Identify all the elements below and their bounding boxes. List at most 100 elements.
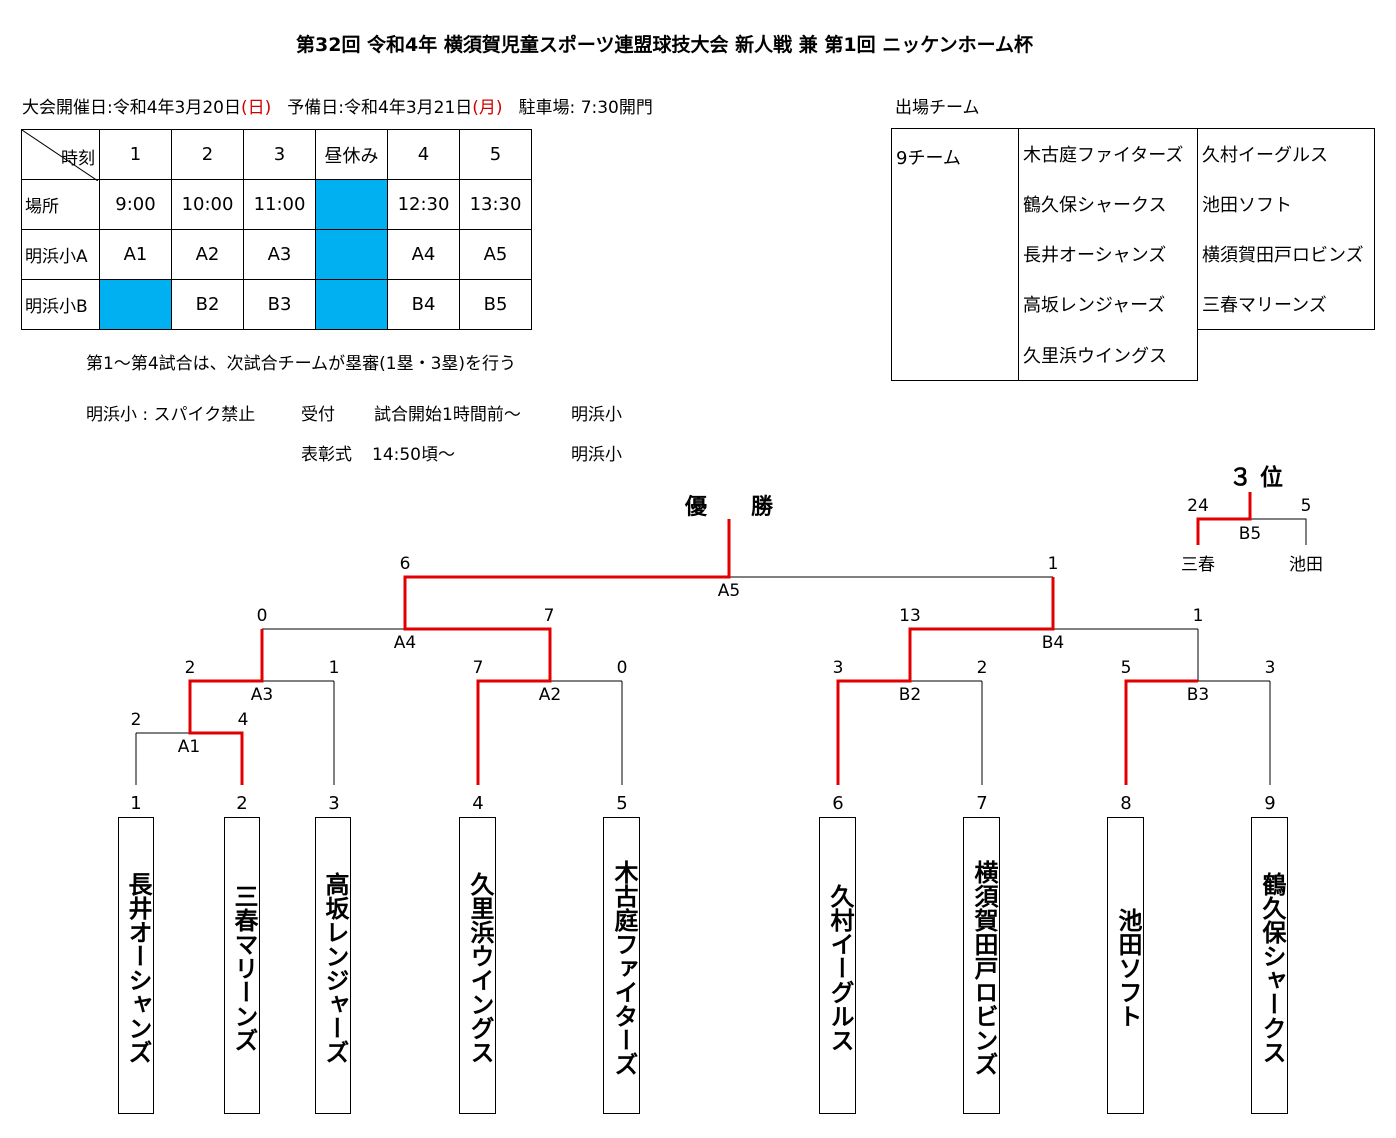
- game-score: 3: [1265, 658, 1276, 678]
- team-box: 池田ソフト: [1107, 817, 1144, 1114]
- schedule-time: 9:00: [99, 179, 172, 230]
- game-id: A5: [718, 581, 740, 601]
- spike-note: 明浜小 : スパイク禁止: [86, 405, 256, 425]
- game-score: 24: [1187, 496, 1209, 516]
- game-score: 0: [257, 606, 268, 626]
- game-id: A2: [539, 685, 561, 705]
- game-id: B4: [1042, 633, 1064, 653]
- entry-number: 1: [130, 793, 141, 814]
- winner-path: [1196, 492, 1252, 545]
- game-score: 5: [1121, 658, 1132, 678]
- third-place-label: ３ 位: [1229, 464, 1283, 491]
- umpire-note: 第1～第4試合は、次試合チームが塁審(1塁・3塁)を行う: [86, 354, 517, 374]
- winner-path: [836, 577, 1055, 785]
- game-score: 7: [544, 606, 555, 626]
- entry-number: 3: [328, 793, 339, 814]
- schedule-time: 12:30: [387, 179, 460, 230]
- winner-path: [188, 629, 264, 785]
- reception-label: 受付: [301, 405, 335, 425]
- reception-place: 明浜小: [571, 405, 622, 425]
- game-score: 6: [400, 554, 411, 574]
- winner-paths: [188, 492, 1252, 785]
- schedule-header: 昼休み: [315, 129, 388, 180]
- game-id: A4: [394, 633, 416, 653]
- team-box: 木古庭ファイターズ: [603, 817, 640, 1114]
- game-id: B3: [1187, 685, 1209, 705]
- team-name: 横須賀田戸ロビンズ: [1197, 229, 1375, 279]
- entry-number: 9: [1264, 793, 1275, 814]
- bracket-line: [1250, 518, 1307, 545]
- lunch-break-cell: [315, 179, 388, 230]
- team-box: 鶴久保シャークス: [1251, 817, 1288, 1114]
- game-score: 0: [617, 658, 628, 678]
- team-box: 久村イーグルス: [819, 817, 856, 1114]
- entry-number: 5: [616, 793, 627, 814]
- team-box: 三春マリーンズ: [224, 817, 260, 1114]
- game-id: A3: [251, 685, 273, 705]
- schedule-header: 3: [243, 129, 316, 180]
- parking-info: 駐車場: 7:30開門: [518, 98, 653, 118]
- team-count: 9チーム: [891, 128, 1019, 381]
- schedule-table: 時刻 1 2 3 昼休み 4 5 場所 9:00 10:00 11:00 12:…: [21, 129, 532, 330]
- schedule-game: B2: [171, 279, 244, 330]
- diagonal-line: [22, 130, 98, 181]
- game-score: 2: [131, 710, 142, 730]
- bracket-lines: [135, 518, 1307, 785]
- entry-number: 7: [976, 793, 987, 814]
- schedule-time: 13:30: [459, 179, 532, 230]
- lunch-break-cell: [315, 279, 388, 330]
- game-score: 2: [977, 658, 988, 678]
- game-score: 5: [1301, 496, 1312, 516]
- team-box: 高坂レンジャーズ: [315, 817, 351, 1114]
- team-name: 池田ソフト: [1197, 179, 1375, 229]
- empty-slot-cell: [99, 279, 172, 330]
- team-box: 横須賀田戸ロビンズ: [963, 817, 1000, 1114]
- third-place-team: 池田: [1289, 555, 1323, 575]
- reception-time: 試合開始1時間前～: [374, 405, 521, 425]
- entry-numbers: 1 2 3 4 5 6 7 8 9: [130, 793, 1275, 814]
- game-score: 13: [899, 606, 921, 626]
- team-name: 久村イーグルス: [1197, 128, 1375, 179]
- schedule-header: 5: [459, 129, 532, 180]
- schedule-time: 11:00: [243, 179, 316, 230]
- award-time: 14:50頃～: [372, 445, 455, 465]
- schedule-header: 1: [99, 129, 172, 180]
- game-id: B2: [899, 685, 921, 705]
- game-id: B5: [1239, 524, 1261, 544]
- participants-heading: 出場チーム: [895, 98, 980, 118]
- entry-number: 8: [1120, 793, 1131, 814]
- schedule-game: B3: [243, 279, 316, 330]
- schedule-place: 明浜小B: [21, 279, 100, 330]
- game-score: 7: [473, 658, 484, 678]
- tournament-day: 日: [247, 98, 265, 118]
- game-score: 2: [185, 658, 196, 678]
- participants-table: 9チーム 木古庭ファイターズ 久村イーグルス 鶴久保シャークス 池田ソフト 長井…: [891, 128, 1375, 381]
- tournament-date: 大会開催日:令和4年3月20日: [22, 98, 241, 118]
- schedule-corner-place: 場所: [21, 179, 100, 230]
- team-name: 高坂レンジャーズ: [1018, 279, 1198, 330]
- game-score: 1: [1193, 606, 1204, 626]
- game-id: A1: [178, 737, 200, 757]
- page-title: 第32回 令和4年 横須賀児童スポーツ連盟球技大会 新人戦 兼 第1回 ニッケン…: [296, 34, 1034, 56]
- tournament-date-line: 大会開催日:令和4年3月20日(日)予備日:令和4年3月21日(月)駐車場: 7…: [22, 98, 653, 118]
- team-name: 三春マリーンズ: [1197, 279, 1375, 330]
- reserve-date: 予備日:令和4年3月21日: [287, 98, 473, 118]
- game-score: 1: [1048, 554, 1059, 574]
- game-score: 4: [238, 710, 249, 730]
- lunch-break-cell: [315, 229, 388, 280]
- third-place-team: 三春: [1181, 555, 1215, 575]
- champion-label: 優 勝: [684, 495, 774, 520]
- award-label: 表彰式: [301, 445, 352, 465]
- entry-number: 2: [236, 793, 247, 814]
- game-labels: A1 2 4 A3 2 1 A2 7 0 A4 0 7 B2 3 2 B3 5 …: [131, 496, 1323, 757]
- winner-path: [1124, 679, 1198, 785]
- game-score: 1: [329, 658, 340, 678]
- entry-number: 6: [832, 793, 843, 814]
- schedule-corner-time: 時刻: [21, 129, 100, 181]
- award-place: 明浜小: [571, 445, 622, 465]
- schedule-game: B4: [387, 279, 460, 330]
- schedule-game: A2: [171, 229, 244, 280]
- schedule-game: B5: [459, 279, 532, 330]
- team-name: 鶴久保シャークス: [1018, 179, 1198, 229]
